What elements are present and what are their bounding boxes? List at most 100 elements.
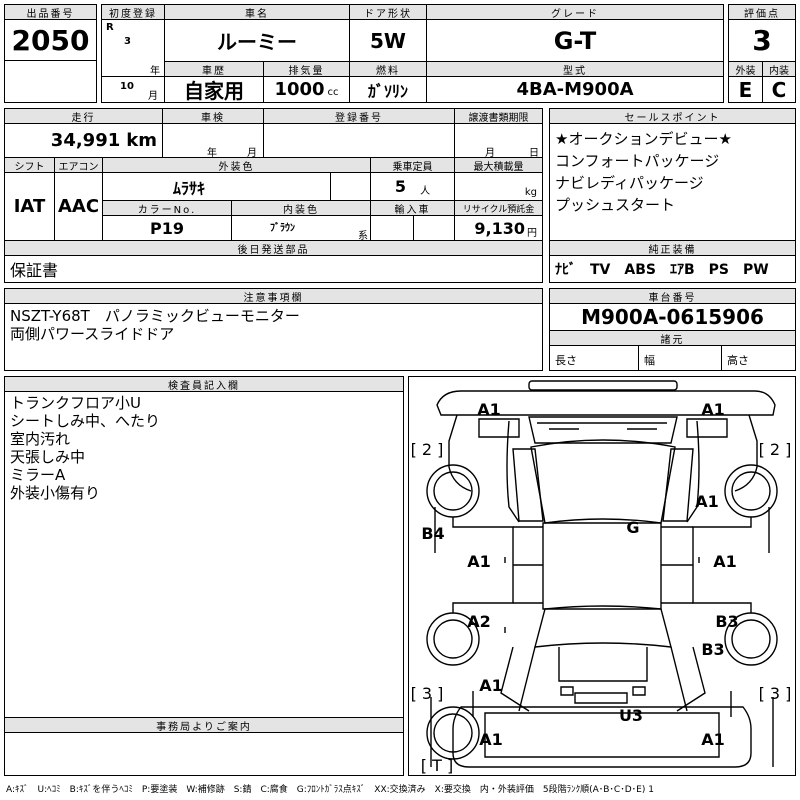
equipment-value: ﾅﾋﾞ TV ABS ｴｱB PS PW (549, 255, 796, 283)
recycle-fee-header: リサイクル預託金 (454, 200, 543, 216)
import-cell-b (413, 215, 455, 241)
inspector-note: 天張しみ中 (10, 448, 86, 466)
exterior-color-text: ﾑﾗｻｷ (173, 178, 206, 198)
notes-header: 注意事項欄 (4, 288, 543, 304)
displacement-cell: 1000 cc (263, 76, 350, 103)
damage-mark: A1 (477, 400, 501, 419)
inspector-note: トランクフロア小U (10, 394, 141, 412)
spec-width: 幅 (638, 345, 722, 371)
car-outline-svg: A1 A1 [ 2 ] [ 2 ] A1 G B4 A1 A1 A2 B3 B3… (411, 380, 792, 775)
damage-diagram: A1 A1 [ 2 ] [ 2 ] A1 G B4 A1 A1 A2 B3 B3… (408, 376, 796, 776)
tire-rating: [ 2 ] (759, 440, 792, 459)
ac-value: AAC (54, 172, 103, 241)
damage-mark: B3 (715, 612, 738, 631)
spare-tire-rating: [ T ] (421, 756, 453, 775)
capacity-header: 乗車定員 (370, 157, 455, 173)
door-type-header: ドア形状 (349, 4, 427, 20)
fuel-header: 燃料 (349, 61, 427, 77)
max-load-header: 最大積載量 (454, 157, 543, 173)
capacity-unit: 人 (420, 186, 431, 197)
transfer-deadline-cell: 月 日 (454, 123, 543, 158)
damage-mark: B4 (421, 524, 444, 543)
recycle-fee-unit: 円 (527, 227, 537, 239)
transfer-deadline-header: 譲渡書類期限 (454, 108, 543, 124)
model-name-header: 車名 (164, 4, 350, 20)
damage-mark: A2 (467, 612, 491, 631)
lot-number-header: 出品番号 (4, 4, 97, 20)
damage-mark: A1 (701, 730, 725, 749)
inspection-month-unit: 月 (247, 148, 257, 158)
first-registration-era: R (106, 22, 114, 33)
inspection-header: 車検 (162, 108, 264, 124)
grade-value: G-T (426, 19, 724, 62)
notes-box: NSZT-Y68T パノラミックビューモニター 両側パワースライドドア (4, 303, 543, 371)
displacement-value: 1000 (274, 79, 325, 100)
notes-line: 両側パワースライドドア (10, 325, 175, 343)
lot-number-value: 2050 (4, 19, 97, 61)
tire-rating: [ 3 ] (759, 684, 792, 703)
selling-points-header: セールスポイント (549, 108, 796, 124)
tire-rating: [ 3 ] (411, 684, 444, 703)
damage-mark: A1 (701, 400, 725, 419)
inspector-note: 外装小傷有り (10, 484, 101, 502)
import-cell-a (370, 215, 414, 241)
spec-length: 長さ (549, 345, 639, 371)
mileage-unit: km (126, 130, 157, 151)
later-parts-value: 保証書 (4, 255, 543, 283)
rating-score: 3 (728, 19, 796, 62)
selling-point: ナビレディパッケージ (555, 174, 704, 192)
recycle-fee-value: 9,130 (474, 218, 525, 238)
displacement-unit: cc (327, 87, 339, 98)
specs-header: 諸元 (549, 330, 796, 346)
type-code-header: 型式 (426, 61, 724, 77)
first-registration-header: 初度登録 (101, 4, 165, 20)
inspector-notes-box: トランクフロア小U シートしみ中、へたり 室内汚れ 天張しみ中 ミラーA 外装小… (4, 391, 404, 718)
grade-header: グレード (426, 4, 724, 20)
office-notice-box (4, 732, 404, 776)
damage-mark: A1 (479, 676, 503, 695)
first-registration-year-cell: R 3 年 (101, 19, 165, 77)
interior-color-value: ﾌﾞﾗｳﾝ (270, 223, 295, 234)
equipment-header: 純正装備 (549, 240, 796, 256)
color-number-value: P19 (102, 215, 232, 241)
spec-height: 高さ (721, 345, 796, 371)
displacement-header: 排気量 (263, 61, 350, 77)
import-header: 輸入車 (370, 200, 455, 216)
fuel-value: ｶﾞｿﾘﾝ (349, 76, 427, 103)
history-header: 車歴 (164, 61, 264, 77)
damage-mark: A1 (467, 552, 491, 571)
mileage-header: 走行 (4, 108, 163, 124)
interior-color-header: 内装色 (231, 200, 371, 216)
damage-mark: G (626, 518, 639, 537)
plate-number-value (263, 123, 455, 158)
selling-points-list: ★オークションデビュー★ コンフォートパッケージ ナビレディパッケージ プッシュ… (549, 123, 796, 241)
first-registration-month-unit: 月 (148, 91, 158, 102)
chassis-number-header: 車台番号 (549, 288, 796, 304)
type-code-value: 4BA-M900A (426, 76, 724, 103)
exterior-color-value: ﾑﾗｻｷ (102, 172, 331, 201)
exterior-rating-value: E (728, 76, 763, 103)
inspector-notes-header: 検査員記入欄 (4, 376, 404, 392)
first-registration-month: 10 (120, 81, 134, 92)
exterior-rating-header: 外装 (728, 61, 763, 77)
damage-mark: A1 (695, 492, 719, 511)
office-notice-header: 事務局よりご案内 (4, 717, 404, 733)
notes-line: NSZT-Y68T パノラミックビューモニター (10, 307, 300, 325)
interior-rating-value: C (762, 76, 796, 103)
capacity-cell: 5 人 (370, 172, 455, 201)
mileage-value: 34,991 (50, 130, 121, 151)
inspector-note: 室内汚れ (10, 430, 71, 448)
max-load-unit: kg (524, 187, 537, 198)
later-parts-header: 後日発送部品 (4, 240, 543, 256)
damage-mark: U3 (619, 706, 643, 725)
exterior-color-extra (330, 172, 371, 201)
plate-number-header: 登録番号 (263, 108, 455, 124)
history-value: 自家用 (164, 76, 264, 103)
damage-mark: B3 (701, 640, 724, 659)
transfer-day-unit: 日 (529, 148, 539, 158)
lot-number-blank (4, 60, 97, 103)
damage-mark: A1 (479, 730, 503, 749)
mileage-cell: 34,991 km (4, 123, 163, 158)
inspection-cell: 年 月 (162, 123, 264, 158)
shift-header: シフト (4, 157, 55, 173)
